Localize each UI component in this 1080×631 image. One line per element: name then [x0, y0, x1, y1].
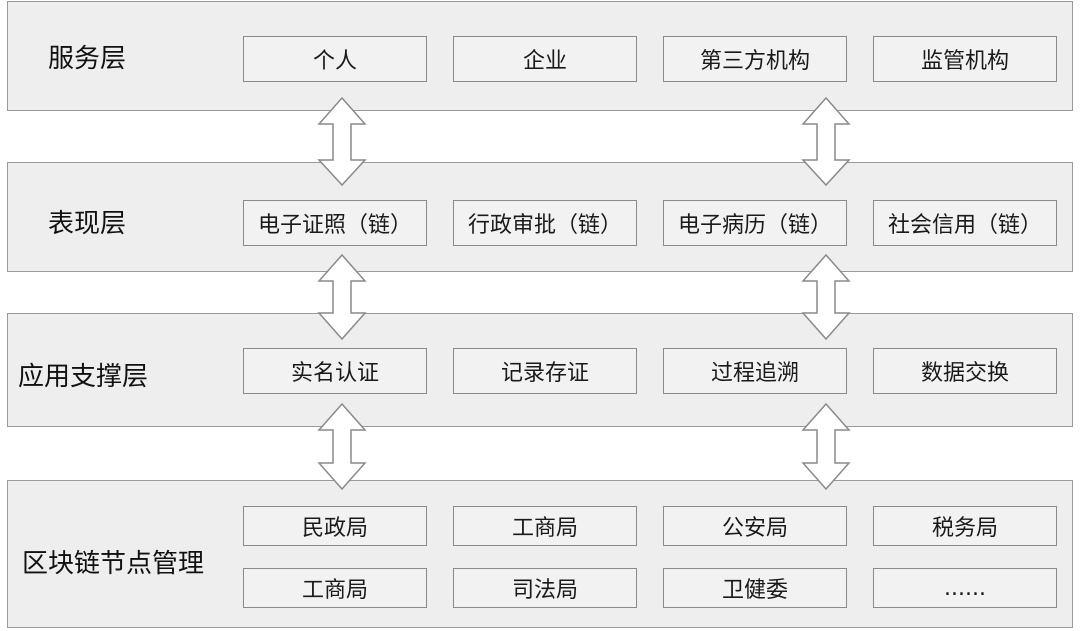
presentation-item-admin-approval: 行政审批（链） [453, 200, 637, 246]
node-health-commission: 卫健委 [663, 568, 847, 608]
double-arrow-icon [801, 402, 851, 491]
support-item-data-exchange: 数据交换 [873, 348, 1057, 394]
double-arrow-icon [317, 96, 367, 187]
support-item-real-name-auth: 实名认证 [243, 348, 427, 394]
double-arrow-icon [317, 402, 367, 491]
node-justice: 司法局 [453, 568, 637, 608]
service-item-individual: 个人 [243, 36, 427, 82]
presentation-item-social-credit: 社会信用（链） [873, 200, 1057, 246]
double-arrow-icon [317, 253, 367, 341]
blockchain-node-layer-title: 区块链节点管理 [22, 549, 205, 579]
double-arrow-icon [801, 96, 851, 187]
service-item-enterprise: 企业 [453, 36, 637, 82]
presentation-layer-title: 表现层 [48, 209, 127, 239]
service-item-third-party: 第三方机构 [663, 36, 847, 82]
node-more: ...... [873, 568, 1057, 608]
node-taxation: 税务局 [873, 506, 1057, 546]
node-commerce-2: 工商局 [243, 568, 427, 608]
app-support-layer-title: 应用支撑层 [18, 362, 149, 392]
node-public-security: 公安局 [663, 506, 847, 546]
support-item-record-evidence: 记录存证 [453, 348, 637, 394]
support-item-process-trace: 过程追溯 [663, 348, 847, 394]
service-item-regulator: 监管机构 [873, 36, 1057, 82]
service-layer-title: 服务层 [48, 44, 127, 74]
node-commerce-1: 工商局 [453, 506, 637, 546]
double-arrow-icon [801, 253, 851, 341]
node-civil-affairs: 民政局 [243, 506, 427, 546]
presentation-item-e-license: 电子证照（链） [243, 200, 427, 246]
presentation-item-e-medical-record: 电子病历（链） [663, 200, 847, 246]
